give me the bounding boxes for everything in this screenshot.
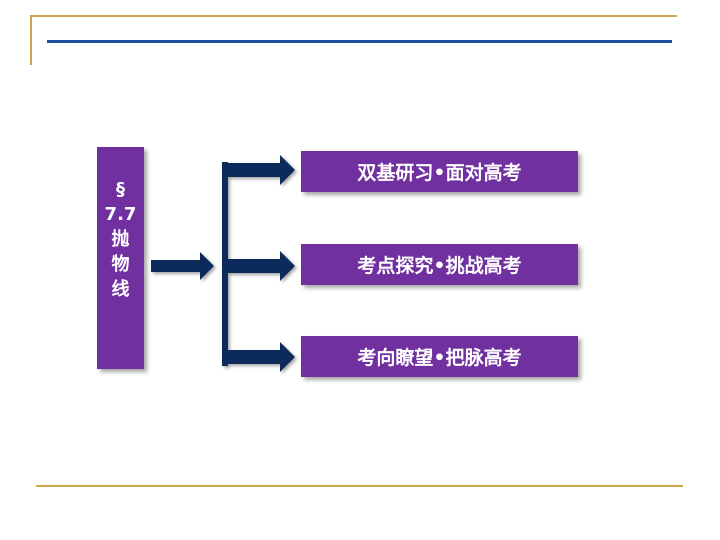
bottom-gold-rule (36, 485, 683, 487)
title-line-section-sign: § (116, 179, 125, 200)
top-gold-rule (30, 15, 677, 17)
title-line-char-1: 抛 (111, 229, 130, 250)
vertical-connector (222, 162, 228, 366)
arrow-right-icon (228, 251, 295, 281)
title-line-char-3: 线 (111, 279, 130, 300)
title-line-number: 7.7 (104, 204, 137, 225)
section-title-box: § 7.7 抛 物 线 (97, 147, 144, 369)
arrow-right-icon (228, 155, 295, 185)
topic-label: 考向瞭望•把脉高考 (357, 347, 522, 369)
topic-box-basics[interactable]: 双基研习•面对高考 (301, 151, 578, 192)
arrow-right-icon (151, 252, 214, 280)
title-line-char-2: 物 (111, 254, 130, 275)
top-blue-rule (47, 40, 672, 43)
topic-box-exam-outlook[interactable]: 考向瞭望•把脉高考 (301, 336, 578, 377)
left-gold-rule (30, 15, 32, 65)
arrow-right-icon (228, 342, 295, 372)
topic-label: 双基研习•面对高考 (357, 162, 522, 184)
topic-label: 考点探究•挑战高考 (357, 255, 522, 277)
topic-box-exam-points[interactable]: 考点探究•挑战高考 (301, 244, 578, 285)
